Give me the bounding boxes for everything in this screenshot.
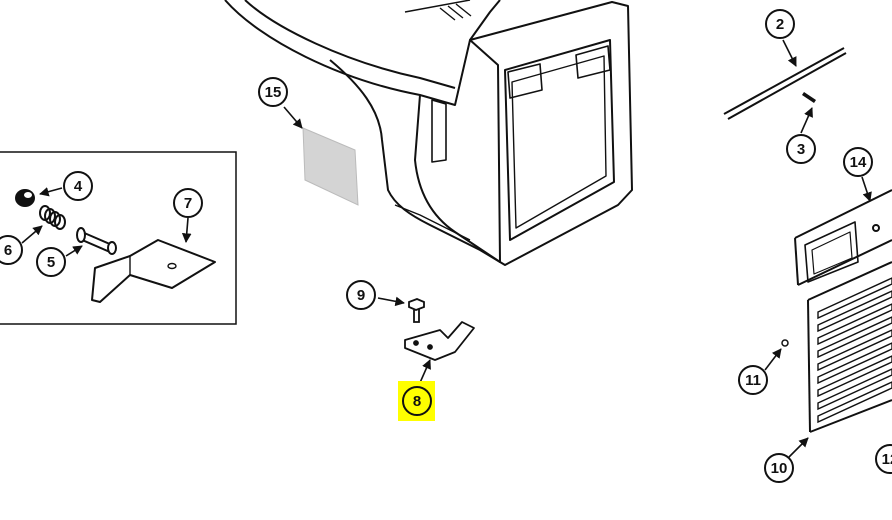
grille-slat (817, 277, 892, 320)
clip-part-3 (802, 92, 816, 103)
callout-15: 15 (258, 77, 288, 107)
leader-lines (21, 39, 872, 458)
inset-detail-box (0, 151, 237, 325)
callout-4: 4 (63, 171, 93, 201)
callout-8-label: 8 (413, 393, 421, 410)
callout-9-label: 9 (357, 287, 365, 304)
grille-slat (817, 381, 892, 424)
callout-5: 5 (36, 247, 66, 277)
callout-3-label: 3 (797, 141, 805, 158)
nut-part-11 (781, 339, 789, 347)
callout-7: 7 (173, 188, 203, 218)
callout-11-label: 11 (745, 372, 761, 389)
callout-10-label: 10 (771, 460, 788, 477)
rod-part-2 (723, 47, 847, 120)
callout-9: 9 (346, 280, 376, 310)
callout-12: 12 (875, 444, 892, 474)
callout-12-label: 12 (882, 451, 892, 468)
callout-6: 6 (0, 235, 23, 265)
decal-part-15 (302, 127, 359, 206)
grille-slat (817, 303, 892, 346)
callout-2: 2 (765, 9, 795, 39)
callout-14: 14 (843, 147, 873, 177)
callout-5-label: 5 (47, 254, 55, 271)
callout-8: 8 (398, 381, 435, 421)
callout-3: 3 (786, 134, 816, 164)
callout-6-label: 6 (4, 242, 12, 259)
bracket-part-8 (404, 321, 475, 361)
grille-slat (817, 342, 892, 385)
grille-slat (817, 368, 892, 411)
callout-11: 11 (738, 365, 768, 395)
callout-14-label: 14 (850, 154, 867, 171)
bracket-part-7 (91, 239, 216, 303)
callout-7-label: 7 (184, 195, 192, 212)
pin-part-5 (76, 227, 117, 255)
callout-15-label: 15 (265, 84, 282, 101)
grille-screen-part-10 (807, 261, 892, 433)
grille-frame-part-14 (794, 189, 892, 286)
grille-slat (817, 329, 892, 372)
spring-part-6 (39, 205, 66, 230)
grille-slat (817, 355, 892, 398)
bolt-part-9 (408, 298, 425, 323)
knob-part-4 (15, 189, 35, 207)
callout-4-label: 4 (74, 178, 83, 195)
grille-slat (817, 290, 892, 333)
callout-10: 10 (764, 453, 794, 483)
grille-slat (817, 316, 892, 359)
callout-2-label: 2 (776, 16, 784, 33)
hood-assembly (224, 0, 633, 266)
